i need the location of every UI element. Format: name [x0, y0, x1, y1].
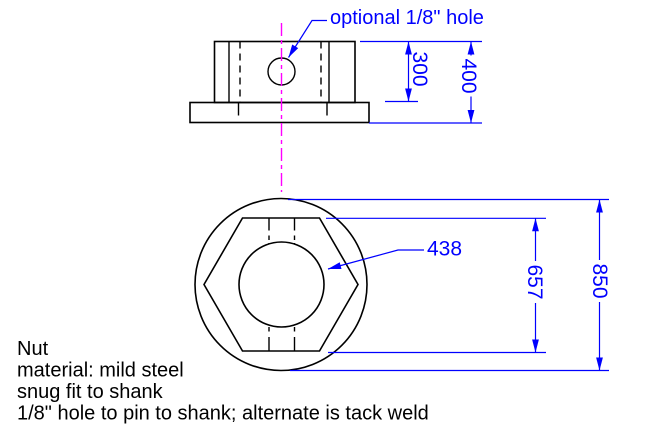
arrow-300-down — [405, 88, 412, 102]
shank-hole-circle — [238, 241, 325, 328]
hex-outline — [203, 217, 359, 352]
outer-flange-circle — [194, 197, 368, 372]
optional-hole-label: optional 1/8" hole — [330, 7, 484, 29]
note-line-title: Nut — [17, 338, 49, 360]
side-view — [189, 40, 370, 124]
arrow-300-up — [405, 41, 412, 55]
note-line-material: material: mild steel — [17, 360, 184, 382]
arrow-850-up — [596, 199, 603, 213]
flange-outline — [189, 101, 370, 124]
arrow-400-up — [467, 41, 475, 55]
leader-line-438 — [327, 249, 424, 270]
note-line-fit: snug fit to shank — [17, 381, 164, 403]
notes-block: Nut material: mild steel snug fit to sha… — [17, 338, 429, 425]
arrow-850-down — [596, 357, 603, 371]
dimensions — [287, 19, 609, 372]
leader-line-optional-hole — [287, 19, 327, 58]
dim-text-400: 400 — [457, 58, 480, 93]
arrow-400-down — [467, 110, 475, 123]
plan-view — [194, 197, 368, 372]
arrow-657-down — [532, 339, 539, 353]
annotation-text: optional 1/8" hole 300 400 438 657 850 — [330, 7, 611, 300]
dim-text-438: 438 — [427, 238, 462, 261]
dim-text-657: 657 — [523, 264, 546, 299]
arrow-leader-438 — [328, 262, 342, 269]
dimension-arrowheads — [288, 41, 603, 371]
note-line-pin: 1/8" hole to pin to shank; alternate is … — [17, 403, 429, 425]
dim-text-850: 850 — [588, 263, 611, 298]
dim-text-300: 300 — [408, 51, 431, 86]
arrow-leader-optional-hole — [288, 44, 299, 58]
arrow-657-up — [532, 218, 539, 232]
hex-body-outline — [213, 40, 356, 104]
